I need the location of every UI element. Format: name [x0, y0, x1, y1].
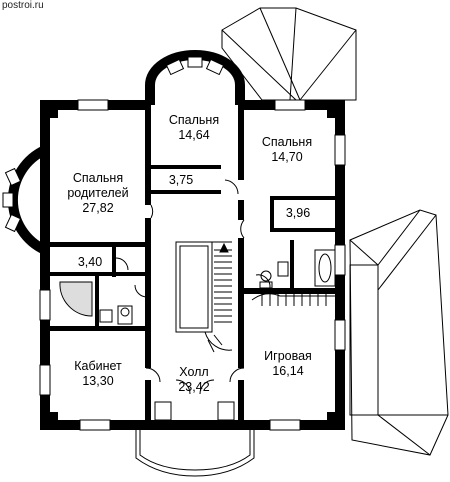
label-spalnya-1-area: 14,64: [178, 128, 209, 142]
label-kabinet-area: 13,30: [82, 374, 113, 388]
label-kabinet-name: Кабинет: [74, 359, 122, 373]
door-swings: [115, 179, 271, 395]
bay-windows-left: [2, 167, 22, 233]
label-holl-name: Холл: [179, 365, 208, 379]
watermark: postroi.ru: [2, 0, 44, 11]
label-parents-name: Спальня: [73, 171, 123, 185]
roof-outline-top: [221, 7, 357, 101]
stair-steps: [204, 249, 233, 353]
label-closet-2-area: 3,96: [286, 206, 310, 220]
label-bath-1-area: 3,40: [78, 255, 102, 269]
label-spalnya-2-name: Спальня: [262, 135, 312, 149]
top-bay: [145, 50, 245, 105]
room-labels: Спальня 14,64 Спальня 14,70 Спальня роди…: [67, 113, 312, 394]
windows: [39, 99, 346, 431]
stair-steps-right: [251, 293, 335, 306]
label-holl-area: 23,42: [178, 380, 209, 394]
label-igrovaya-name: Игровая: [264, 349, 312, 363]
balcony: [135, 420, 255, 477]
label-spalnya-2-area: 14,70: [271, 150, 302, 164]
label-igrovaya-area: 16,14: [272, 364, 303, 378]
bathroom-fixtures: [59, 249, 336, 325]
roof-outline-right: [349, 209, 449, 456]
label-closet-1-area: 3,75: [169, 173, 193, 187]
label-parents-name2: родителей: [67, 186, 128, 200]
bay-windows-top: [165, 56, 225, 76]
stairwell: [175, 241, 335, 353]
interior-walls: [50, 100, 344, 420]
label-parents-area: 27,82: [82, 201, 113, 215]
label-spalnya-1-name: Спальня: [169, 113, 219, 127]
